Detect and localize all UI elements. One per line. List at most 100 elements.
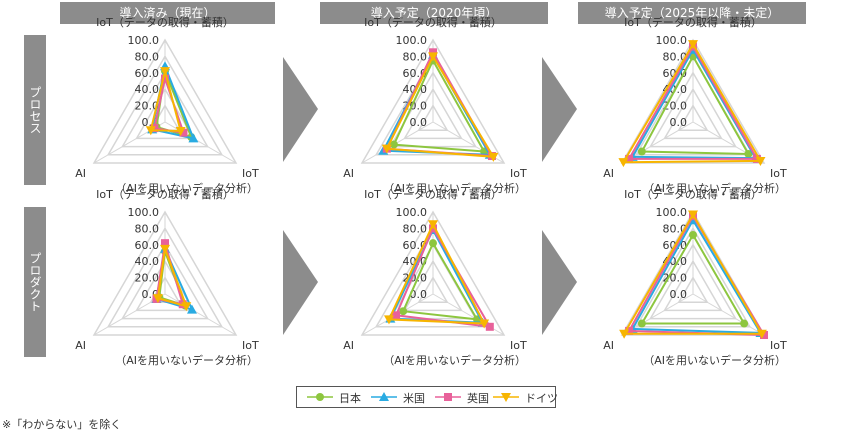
data-point-circle: [740, 319, 749, 328]
arrow-shape-icon: [283, 57, 318, 162]
tick-label: 60.0: [135, 239, 160, 252]
tick-label: 40.0: [135, 255, 160, 268]
axis-label-top: IoT（データの取得・蓄積）: [96, 187, 234, 201]
tick-label: 80.0: [663, 50, 688, 63]
tick-label: 20.0: [663, 272, 688, 285]
series-line: [385, 54, 496, 158]
axis-label-left: AI: [343, 339, 354, 352]
grid-ring: [106, 54, 224, 156]
axis-label-right-sub: （AIを用いないデータ分析）: [383, 353, 526, 367]
grid-ring: [663, 87, 723, 140]
series-line: [627, 44, 759, 160]
header-2025: 導入予定（2025年以降・未定）: [578, 2, 806, 24]
row-label-process: プロセス: [24, 35, 46, 185]
grid-ring: [403, 259, 463, 312]
data-point-circle: [399, 307, 408, 316]
axis-spoke: [164, 121, 237, 164]
axis-label-top: IoT（データの取得・蓄積）: [624, 15, 762, 29]
row-label-product: プロダクト: [24, 207, 46, 357]
data-point-triangle: [186, 304, 197, 314]
footnote: ※「わからない」を除く: [2, 418, 122, 431]
series-line: [621, 42, 763, 164]
axis-spoke: [692, 121, 765, 164]
axis-label-left: AI: [603, 339, 614, 352]
data-point-circle: [429, 239, 437, 248]
header-2020: 導入予定（2020年頃）: [320, 2, 548, 24]
grid-ring: [677, 276, 709, 303]
data-point-square: [179, 128, 188, 137]
data-point-circle: [389, 140, 398, 149]
tick-label: 80.0: [135, 222, 160, 235]
data-point-square: [485, 322, 494, 331]
tick-label: 80.0: [403, 222, 428, 235]
axis-label-right-sub: （AIを用いないデータ分析）: [383, 181, 526, 195]
arrow-shape-icon: [283, 230, 318, 335]
tick-label: 0.0: [410, 116, 428, 129]
axis-label-left: AI: [75, 339, 86, 352]
legend-label: ドイツ: [525, 392, 558, 405]
data-point-square: [760, 331, 769, 339]
tick-label: 80.0: [663, 222, 688, 235]
data-point-square: [625, 154, 634, 163]
data-point-inverted-triangle: [688, 40, 698, 50]
tick-label: 100.0: [396, 34, 428, 47]
tick-label: 100.0: [128, 206, 160, 219]
axis-spoke: [361, 121, 434, 164]
data-point-triangle: [188, 133, 199, 143]
data-point-inverted-triangle: [152, 294, 163, 304]
data-point-circle: [637, 147, 646, 156]
grid-ring: [620, 38, 766, 164]
axis-label-right: IoT: [242, 339, 259, 352]
axis-label-top: IoT（データの取得・蓄積）: [364, 15, 502, 29]
axis-spoke: [164, 293, 237, 336]
legend: 日本 米国 英国 ドイツ: [296, 386, 558, 408]
grid-ring: [135, 87, 195, 140]
tick-label: 20.0: [135, 100, 160, 113]
series-line: [401, 240, 479, 321]
data-point-inverted-triangle: [145, 126, 156, 136]
axis-label-right-sub: （AIを用いないデータ分析）: [115, 353, 258, 367]
data-point-inverted-triangle: [381, 144, 392, 154]
data-point-inverted-triangle: [428, 52, 438, 62]
axis-label-right-sub: （AIを用いないデータ分析）: [115, 181, 258, 195]
data-point-inverted-triangle: [488, 152, 499, 162]
data-point-inverted-triangle: [619, 329, 630, 339]
data-point-circle: [689, 230, 697, 239]
axis-label-top: IoT（データの取得・蓄積）: [364, 187, 502, 201]
grid-ring: [106, 226, 224, 328]
tick-label: 100.0: [128, 34, 160, 47]
data-point-inverted-triangle: [175, 127, 186, 137]
data-point-circle: [637, 319, 646, 328]
axis-spoke: [692, 293, 765, 336]
grid-ring: [663, 259, 723, 312]
axis-label-right-sub: （AIを用いないデータ分析）: [643, 353, 786, 367]
legend-label: 英国: [467, 392, 489, 405]
data-point-inverted-triangle: [755, 156, 766, 166]
data-point-square: [429, 48, 437, 57]
data-point-inverted-triangle: [479, 319, 490, 329]
grid-ring: [121, 243, 209, 320]
series-line: [381, 52, 492, 156]
grid-ring: [403, 87, 463, 140]
axis-label-right: IoT: [770, 339, 787, 352]
grid-ring: [92, 210, 238, 336]
tick-label: 100.0: [656, 34, 688, 47]
tick-label: 100.0: [396, 206, 428, 219]
grid-ring: [677, 104, 709, 131]
grid-ring: [620, 210, 766, 336]
data-point-circle: [744, 149, 753, 158]
grid-ring: [649, 243, 737, 320]
data-point-inverted-triangle: [383, 315, 394, 325]
tick-label: 40.0: [135, 83, 160, 96]
series-line: [640, 54, 751, 156]
series-line: [640, 233, 746, 325]
data-point-inverted-triangle: [428, 220, 438, 230]
series-line: [387, 222, 486, 325]
grid-ring: [360, 38, 506, 164]
arrow-shape-icon: [542, 57, 577, 162]
data-point-square: [161, 74, 169, 83]
series-line: [630, 47, 758, 160]
axis-label-top: IoT（データの取得・蓄積）: [96, 15, 234, 29]
